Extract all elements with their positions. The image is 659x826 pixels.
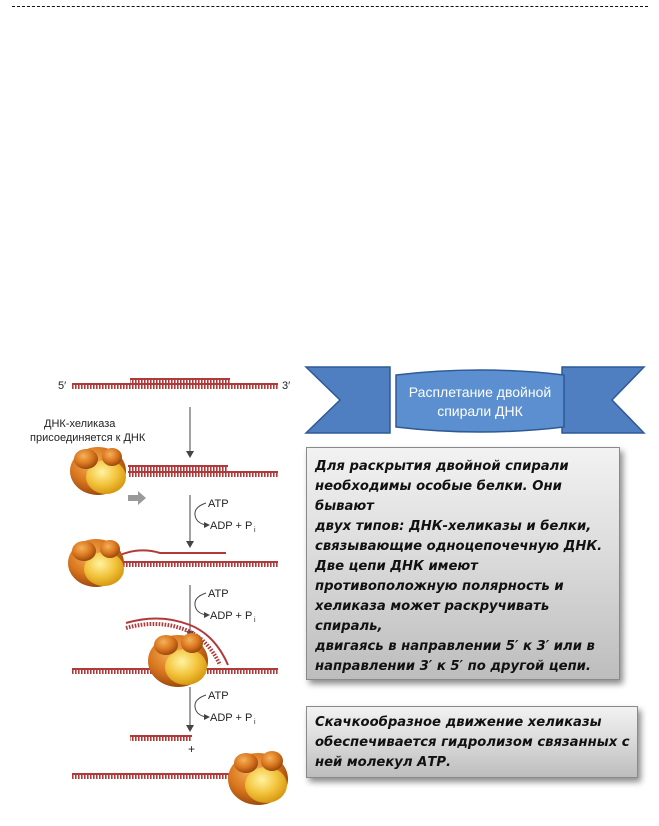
helicase-protein-3 [148,633,208,687]
adp-label: ADP + P [210,712,252,724]
adp-subscript: i [254,527,256,534]
helicase-protein-4 [228,751,288,805]
atp-label: ATP [208,588,229,600]
atp-label: ATP [208,690,229,702]
info-box-atp-text: Скачкообразное движение хеликазы обеспеч… [315,715,630,770]
banner-title: Расплетание двойной спирали ДНК [408,384,552,419]
info-box-main: Для раскрытия двойной спирали необходимы… [306,447,620,680]
adp-subscript: i [254,617,256,624]
svg-text:+: + [188,742,195,756]
adp-subscript: i [254,719,256,726]
title-banner [304,366,646,434]
adp-label: ADP + P [210,520,252,532]
info-box-atp: Скачкообразное движение хеликазы обеспеч… [306,706,638,778]
helicase-label: ДНК-хеликаза присоединяется к ДНК [30,418,146,444]
end-3-label: 3′ [282,380,290,392]
helicase-figure: 5′ 3′ ДНК-хеликаза присоединяется к ДНК [30,378,290,805]
top-dashed-rule [12,6,648,7]
end-5-label: 5′ [58,380,66,392]
atp-label: ATP [208,498,229,510]
info-box-main-text: Для раскрытия двойной спирали необходимы… [315,459,603,674]
helicase-protein-2 [68,539,124,587]
adp-label: ADP + P [210,610,252,622]
helicase-protein-1 [70,447,126,495]
slide-panel: 5′ 3′ ДНК-хеликаза присоединяется к ДНК [0,335,659,826]
